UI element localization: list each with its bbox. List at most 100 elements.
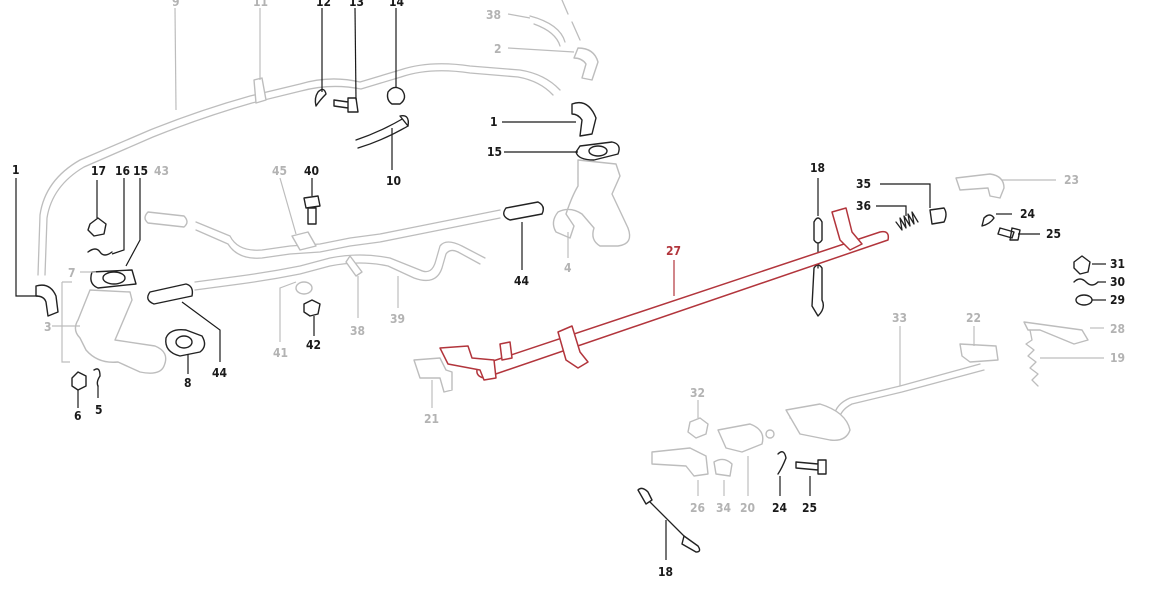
part-34-clip bbox=[713, 458, 733, 477]
part-27-tab bbox=[499, 341, 513, 361]
callout-3: 3 bbox=[44, 320, 52, 334]
part-36-spring bbox=[895, 211, 919, 231]
part-27-mid-bracket bbox=[557, 325, 589, 369]
part-18-link-bottom-end1 bbox=[637, 487, 653, 505]
part-11-clip bbox=[253, 77, 267, 104]
part-16-clip bbox=[87, 248, 113, 256]
part-40-bolt bbox=[303, 195, 321, 225]
callout-44-left: 44 bbox=[212, 366, 228, 380]
callout-6: 6 bbox=[74, 409, 82, 423]
callout-18-bottom: 18 bbox=[658, 565, 673, 579]
part-45-bracket bbox=[291, 231, 317, 251]
part-41-washer bbox=[295, 281, 313, 295]
callout-19: 19 bbox=[1110, 351, 1125, 365]
part-31-nut bbox=[1073, 255, 1091, 275]
callout-36: 36 bbox=[856, 199, 871, 213]
part-27-left-lever bbox=[439, 345, 497, 381]
callout-20: 20 bbox=[740, 501, 755, 515]
callout-23: 23 bbox=[1064, 173, 1079, 187]
part-18-link-bottom-end2 bbox=[681, 535, 701, 553]
part-39-rod-inner bbox=[194, 249, 481, 291]
part-10-end bbox=[399, 115, 410, 127]
part-12-clip bbox=[314, 88, 327, 107]
part-42-nut bbox=[303, 299, 321, 317]
callout-15-left: 15 bbox=[133, 164, 148, 178]
callout-1-left: 1 bbox=[12, 163, 20, 177]
callout-25-bottom: 25 bbox=[802, 501, 817, 515]
callout-1-right: 1 bbox=[490, 115, 498, 129]
part-24-clip-top bbox=[981, 214, 995, 227]
part-9-rod bbox=[37, 63, 561, 276]
part-27-right-lever bbox=[831, 207, 863, 251]
part-23-lever bbox=[955, 173, 1005, 199]
part-38-top bbox=[529, 15, 566, 43]
callout-16: 16 bbox=[115, 164, 130, 178]
part-15-gasket-right-hole bbox=[588, 145, 608, 157]
callout-32: 32 bbox=[690, 386, 705, 400]
part-44-sleeve-left bbox=[147, 283, 194, 305]
callout-5: 5 bbox=[95, 403, 103, 417]
part-28-lever bbox=[1023, 321, 1089, 345]
part-9-rod-inner bbox=[44, 70, 554, 276]
part-14-cap bbox=[386, 86, 406, 105]
part-30-clip bbox=[1073, 278, 1099, 286]
part-8-gasket-hole bbox=[175, 335, 193, 349]
callout-labels: 9 11 12 13 14 38 2 1 15 10 1 17 16 15 43… bbox=[12, 0, 1125, 579]
callout-25-top: 25 bbox=[1046, 227, 1061, 241]
callout-12: 12 bbox=[316, 0, 331, 9]
part-38-peg bbox=[345, 255, 363, 277]
callout-42: 42 bbox=[306, 338, 321, 352]
part-24-clip-bottom bbox=[777, 451, 787, 475]
part-43-rod-inner bbox=[195, 217, 501, 259]
callout-14: 14 bbox=[389, 0, 405, 9]
callout-18-top: 18 bbox=[810, 161, 825, 175]
part-27-shaft bbox=[476, 230, 890, 379]
part-38-top-b bbox=[533, 23, 561, 47]
callout-41: 41 bbox=[273, 346, 288, 360]
part-44-sleeve-right bbox=[503, 201, 545, 221]
callout-13: 13 bbox=[349, 0, 364, 9]
part-3-bracket bbox=[61, 281, 72, 363]
part-43-rod bbox=[195, 209, 501, 251]
part-4-manifold bbox=[552, 159, 631, 247]
callout-17: 17 bbox=[91, 164, 106, 178]
part-33-lever bbox=[785, 403, 851, 441]
callout-38-top: 38 bbox=[486, 8, 501, 22]
callout-45: 45 bbox=[272, 164, 287, 178]
callout-8: 8 bbox=[184, 376, 192, 390]
part-25-bolt-top bbox=[997, 227, 1021, 241]
callout-24-bottom: 24 bbox=[772, 501, 788, 515]
black-parts bbox=[35, 86, 1099, 553]
part-29-washer bbox=[1075, 294, 1093, 306]
callout-10: 10 bbox=[386, 174, 401, 188]
callout-27: 27 bbox=[666, 244, 681, 258]
callout-15-right: 15 bbox=[487, 145, 502, 159]
callout-29: 29 bbox=[1110, 293, 1125, 307]
callout-39: 39 bbox=[390, 312, 405, 326]
callout-38-mid: 38 bbox=[350, 324, 365, 338]
part-20-lever bbox=[717, 423, 764, 453]
part-3-manifold bbox=[74, 289, 167, 374]
callout-28-right: 28 bbox=[1110, 322, 1125, 336]
callout-26: 26 bbox=[690, 501, 705, 515]
part-25-bolt-bottom bbox=[795, 459, 827, 475]
part-22-bracket bbox=[959, 343, 999, 363]
callout-34: 34 bbox=[716, 501, 732, 515]
part-32-nut bbox=[687, 417, 709, 439]
part-1-elbow-right bbox=[571, 101, 597, 137]
callout-22: 22 bbox=[966, 311, 981, 325]
callout-24-top: 24 bbox=[1020, 207, 1036, 221]
part-26-bracket bbox=[651, 447, 709, 477]
callout-33: 33 bbox=[892, 311, 907, 325]
background-parts bbox=[37, 0, 1089, 477]
callout-31: 31 bbox=[1110, 257, 1125, 271]
part-6-nut bbox=[71, 371, 87, 391]
callout-35: 35 bbox=[856, 177, 871, 191]
callout-7: 7 bbox=[68, 266, 76, 280]
callout-40: 40 bbox=[304, 164, 319, 178]
part-20-pin bbox=[765, 429, 775, 439]
part-17-nut bbox=[87, 217, 107, 237]
leader-lines bbox=[15, 7, 1106, 560]
callout-9: 9 bbox=[172, 0, 180, 9]
callout-43: 43 bbox=[154, 164, 169, 178]
